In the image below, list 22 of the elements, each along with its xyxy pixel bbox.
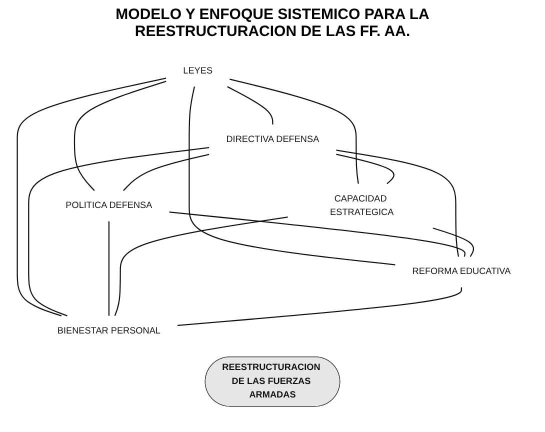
- connector: [336, 154, 394, 184]
- connector: [114, 216, 288, 316]
- connector: [123, 154, 210, 191]
- node-text: POLITICA DEFENSA: [66, 200, 152, 210]
- node-text: CAPACIDAD ESTRATEGICA: [330, 194, 394, 218]
- connector: [169, 212, 466, 257]
- connector: [188, 86, 396, 266]
- connector: [178, 287, 462, 326]
- connector: [432, 228, 474, 257]
- connector: [336, 150, 460, 257]
- connector: [229, 78, 359, 184]
- connector: [108, 221, 110, 316]
- node-text: BIENESTAR PERSONAL: [57, 326, 160, 336]
- diagram-title: MODELO Y ENFOQUE SISTEMICO PARA LA REESTRUCTURACION DE LAS FF. AA.: [114, 6, 430, 40]
- diagram: LEYES DIRECTIVA DEFENSA POLITICA DEFENSA CAPACIDAD ESTRATEGICA REFORMA EDUCATIVA BIENESTAR PERSONAL REESTRUCTURACION DE LAS FUERZAS ARMADAS: [0, 42, 545, 412]
- node-text: LEYES: [183, 66, 213, 76]
- node-text: DIRECTIVA DEFENSA: [226, 134, 320, 144]
- connector: [16, 78, 166, 316]
- connector: [28, 147, 210, 316]
- node-text: REFORMA EDUCATIVA: [412, 266, 511, 277]
- connector: [74, 80, 166, 191]
- connector: [227, 86, 274, 125]
